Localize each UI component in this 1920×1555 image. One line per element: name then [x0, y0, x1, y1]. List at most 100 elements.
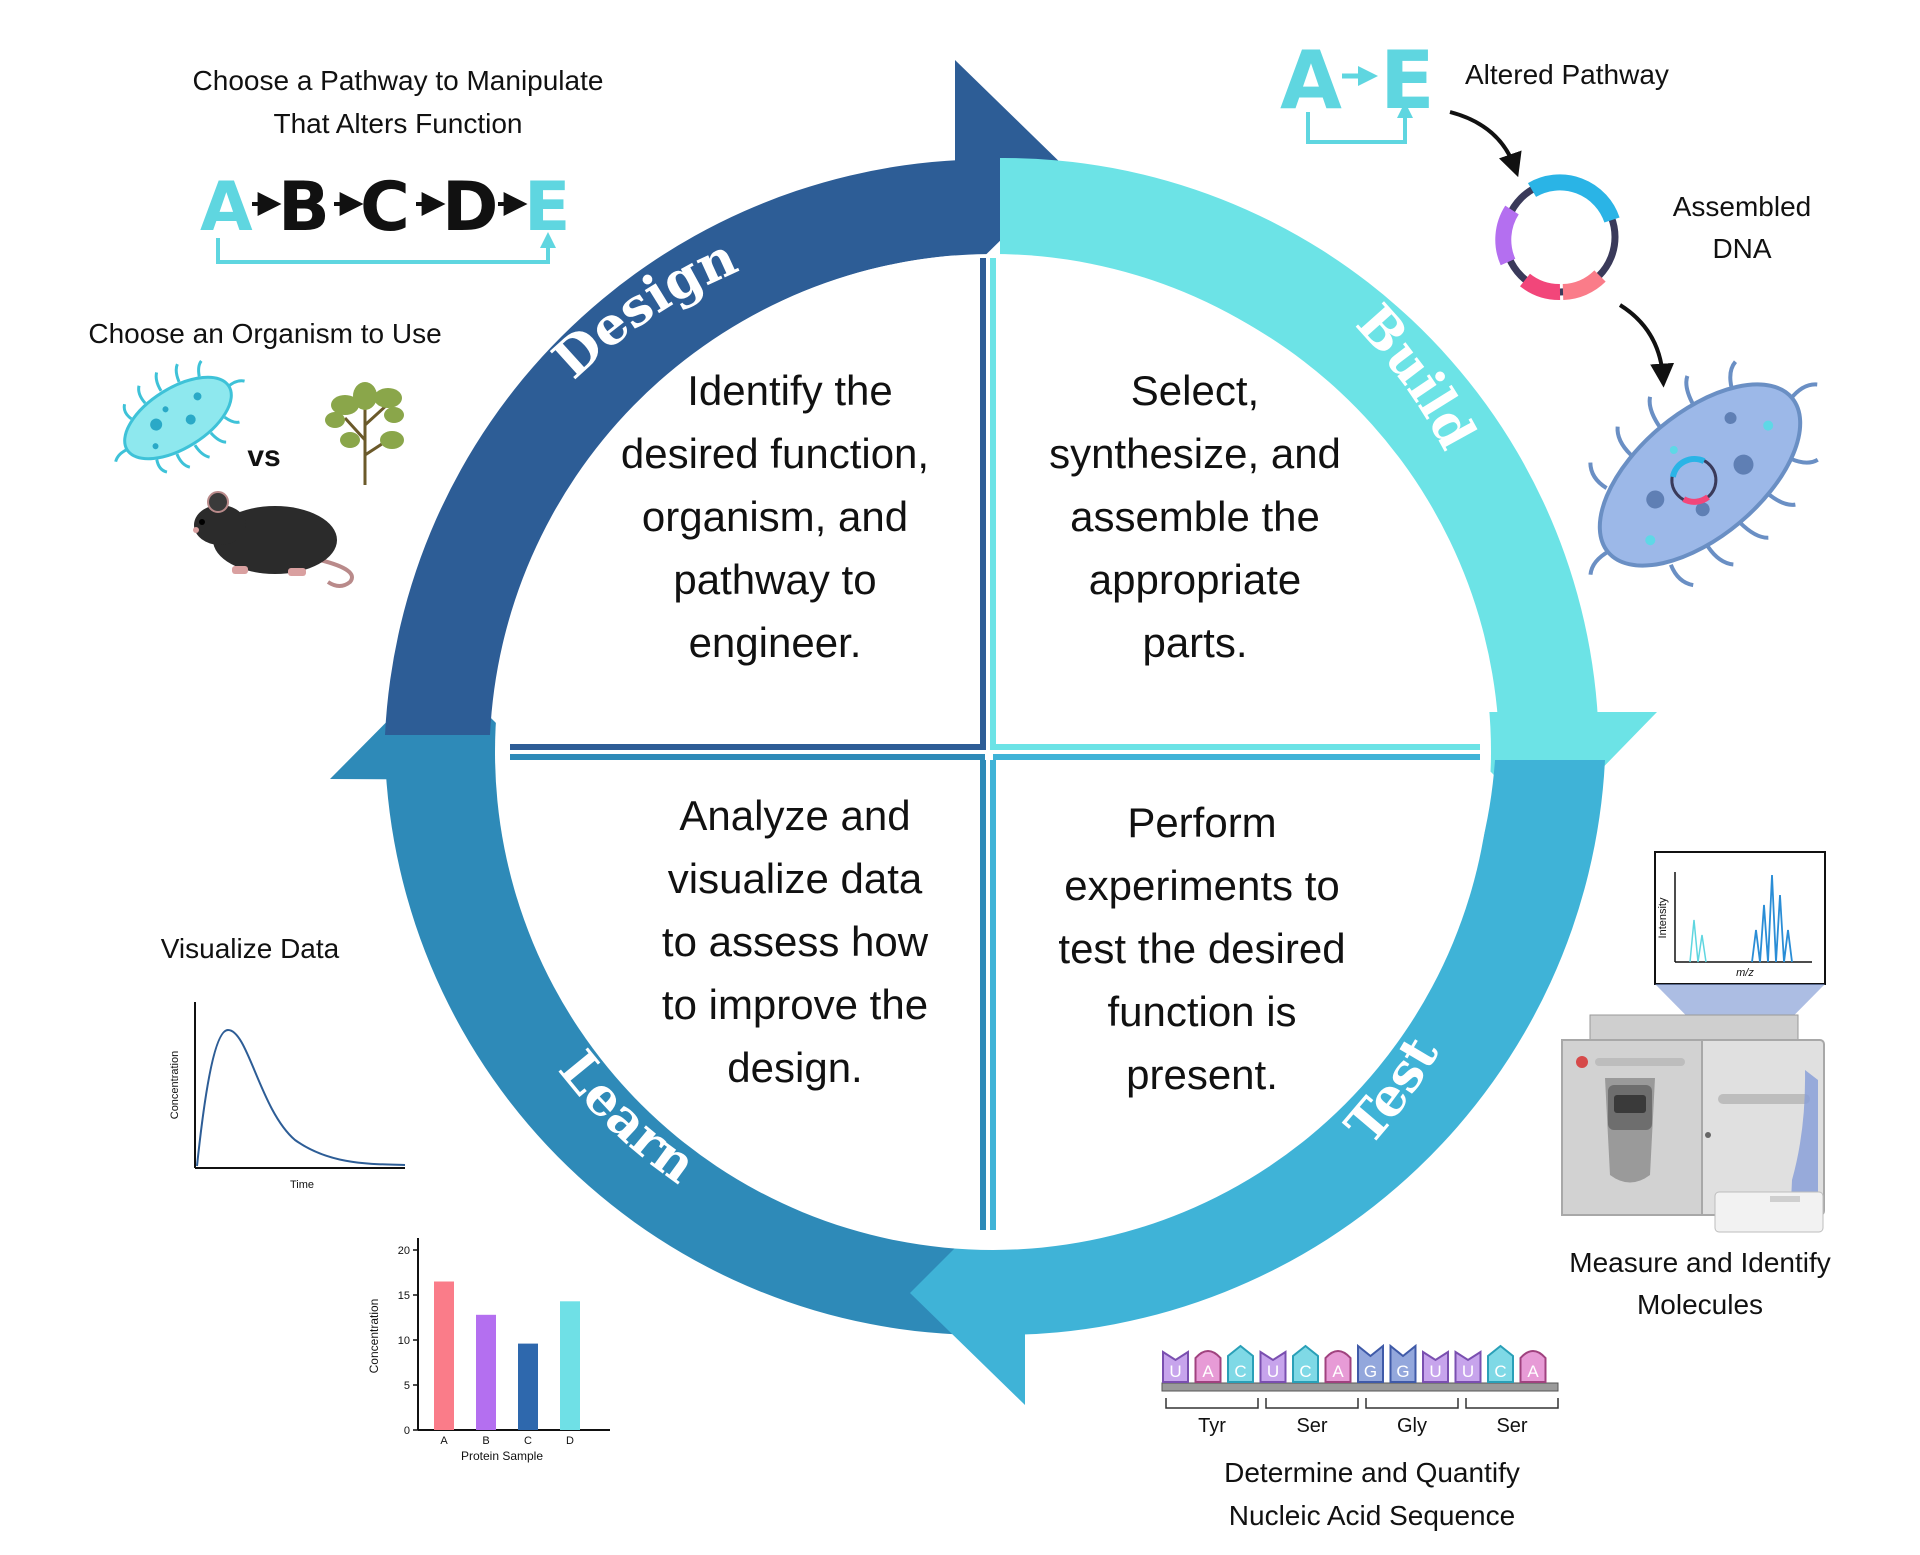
test-line: present.	[1126, 1051, 1278, 1098]
design-line: desired function,	[621, 430, 929, 477]
nucleotide-block	[1487, 1344, 1514, 1383]
learn-line: Analyze and	[679, 792, 910, 839]
plasmid-icon	[1495, 174, 1620, 300]
bar-chart-bar	[476, 1314, 496, 1430]
altered-caption: Altered Pathway	[1465, 59, 1669, 90]
pathway-letter-d: D	[442, 168, 498, 247]
nucleotide-letter: U	[1462, 1362, 1474, 1381]
spectrum-ylabel: Intensity	[1657, 897, 1669, 938]
nucleotide-block	[1227, 1344, 1254, 1383]
curve-line	[196, 1028, 406, 1167]
codon-label: Ser	[1496, 1415, 1527, 1437]
quadrant-dividers	[510, 258, 1480, 1230]
learn-line: to improve the	[662, 981, 928, 1028]
bar-chart-bar	[560, 1301, 580, 1430]
design-line: Identify the	[687, 367, 892, 414]
design-line: organism, and	[642, 493, 908, 540]
pathway-letter-b: B	[278, 168, 330, 247]
nucleotide-letter: C	[1494, 1362, 1506, 1381]
codon-label: Gly	[1397, 1415, 1427, 1437]
design-line: engineer.	[689, 619, 862, 666]
quadrant-text-design: Identify the desired function, organism,…	[621, 367, 929, 666]
build-line: appropriate	[1089, 556, 1301, 603]
dna-caption-line2: DNA	[1712, 233, 1771, 264]
test-line: experiments to	[1064, 862, 1339, 909]
quadrant-text-test: Perform experiments to test the desired …	[1058, 799, 1345, 1098]
bar-chart-category-label: B	[482, 1435, 489, 1447]
bar-chart-bar	[434, 1281, 454, 1430]
bacterium-icon	[114, 360, 245, 474]
organism-caption: Choose an Organism to Use	[88, 318, 441, 349]
mass-spectrum: Intensity m/z	[1654, 851, 1826, 985]
nucleotide-block	[1259, 1350, 1287, 1383]
curve-xlabel: Time	[290, 1179, 314, 1191]
mass-spectrometer-icon	[1561, 1014, 1825, 1233]
build-line: assemble the	[1070, 493, 1320, 540]
build-line: parts.	[1142, 619, 1247, 666]
pathway-diagram: A B C D E	[200, 168, 570, 264]
codon-label: Ser	[1296, 1415, 1327, 1437]
inner-disc	[495, 254, 1491, 1250]
bar-chart-bar	[518, 1343, 538, 1430]
nucleotide-letter: A	[1202, 1362, 1214, 1381]
pathway-letter-a: A	[200, 168, 253, 247]
test-line: Perform	[1127, 799, 1276, 846]
nucleotide-block	[1389, 1343, 1417, 1383]
bar-chart-ytick-label: 5	[404, 1380, 410, 1392]
flow-arrow-2	[1618, 303, 1675, 388]
pathway-caption-line2: That Alters Function	[273, 108, 522, 139]
pathway-letter-e: E	[524, 168, 570, 247]
seq-caption-line2: Nucleic Acid Sequence	[1229, 1500, 1515, 1531]
nucleotide-block	[1292, 1344, 1319, 1383]
plant-icon	[325, 382, 404, 485]
learn-arc	[385, 755, 985, 1335]
bar-chart-ytick-label: 10	[398, 1335, 410, 1347]
nucleotide-letter: U	[1169, 1362, 1181, 1381]
bar-chart-category-label: A	[440, 1435, 448, 1447]
altered-bypass-arrow	[1306, 102, 1413, 144]
nucleotide-letter: A	[1527, 1362, 1539, 1381]
design-line: pathway to	[673, 556, 876, 603]
spectrum-xlabel: m/z	[1736, 967, 1754, 979]
nucleotide-block	[1422, 1350, 1449, 1383]
curve-ylabel: Concentration	[169, 1051, 181, 1120]
design-arc	[385, 160, 960, 735]
bar-chart-ytick-label: 0	[404, 1425, 410, 1437]
mouse-icon	[193, 491, 354, 588]
nucleotide-letter: G	[1396, 1362, 1409, 1381]
design-panel: Choose a Pathway to Manipulate That Alte…	[88, 65, 604, 588]
altered-letter-a: A	[1280, 34, 1342, 127]
codon-brackets	[1165, 1398, 1559, 1409]
flow-arrow-1	[1449, 110, 1522, 178]
bar-chart-category-label: D	[566, 1435, 574, 1447]
nucleotide-block	[1454, 1350, 1482, 1383]
build-panel: A E Altered Pathway Assembled DNA	[1280, 34, 1819, 588]
nucleotide-letter: U	[1429, 1362, 1441, 1381]
nucleotide-block	[1324, 1350, 1352, 1383]
learn-line: visualize data	[668, 855, 923, 902]
test-panel: Intensity m/z Measure and Identify Molec…	[1161, 851, 1831, 1531]
nucleotide-letter: C	[1299, 1362, 1311, 1381]
learn-panel: Visualize Data Concentration Time Concen…	[161, 933, 610, 1463]
test-line: function is	[1107, 988, 1296, 1035]
test-arc	[1000, 760, 1605, 1336]
concentration-time-curve: Concentration Time	[169, 1002, 406, 1191]
bar-chart-ylabel: Concentration	[367, 1299, 381, 1374]
seq-caption-line1: Determine and Quantify	[1224, 1457, 1520, 1488]
codon-label: Tyr	[1198, 1415, 1226, 1437]
quadrant-text-build: Select, synthesize, and assemble the app…	[1049, 367, 1341, 666]
nucleotide-block	[1162, 1350, 1189, 1383]
nucleotide-letter: A	[1332, 1362, 1344, 1381]
ms-caption-line2: Molecules	[1637, 1289, 1763, 1320]
vs-label: vs	[247, 440, 280, 473]
build-line: synthesize, and	[1049, 430, 1341, 477]
nucleotide-block	[1357, 1343, 1384, 1383]
cycle-ring	[330, 60, 1657, 1405]
dna-caption-line1: Assembled	[1673, 191, 1812, 222]
pathway-caption-line1: Choose a Pathway to Manipulate	[193, 65, 604, 96]
bar-chart-xlabel: Protein Sample	[461, 1449, 543, 1463]
bar-chart-ytick-label: 20	[398, 1245, 410, 1257]
nucleotide-letter: G	[1364, 1362, 1377, 1381]
